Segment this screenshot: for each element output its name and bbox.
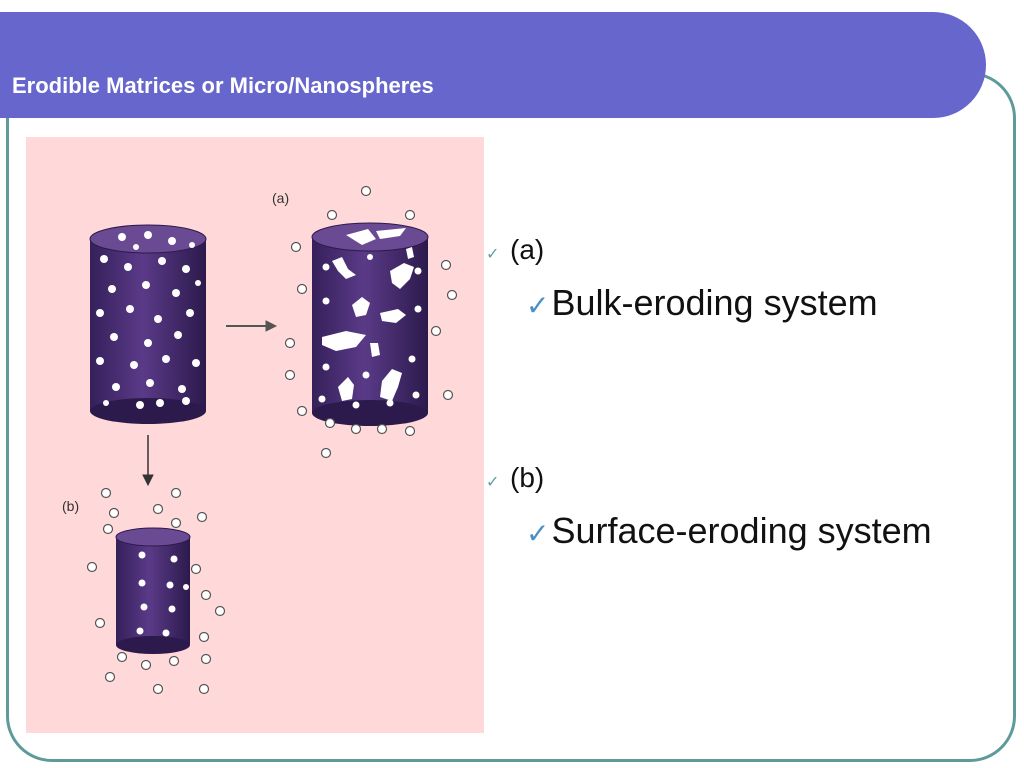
sub-bullet-item-a: ✓ Bulk-eroding system — [526, 282, 878, 324]
arrow-right-icon — [226, 320, 278, 332]
checkmark-icon: ✓ — [526, 518, 550, 549]
check-bullet-icon: ✓ — [486, 474, 500, 491]
surface-eroded-cylinder — [115, 527, 191, 654]
checkmark-icon: ✓ — [526, 290, 550, 321]
released-spheres-b — [86, 487, 226, 695]
check-bullet-icon: ✓ — [486, 246, 500, 263]
bulk-eroded-cylinder — [311, 222, 429, 426]
slide-title: Erodible Matrices or Micro/Nanospheres — [12, 73, 434, 98]
bullet-label: (a) — [510, 234, 545, 265]
bullet-item-a: ✓ (a) — [486, 234, 544, 266]
erosion-figure: (a) — [26, 137, 484, 733]
sub-bullet-text: Surface-eroding system — [551, 510, 932, 551]
sub-bullet-item-b: ✓ Surface-eroding system — [526, 510, 932, 552]
arrow-down-icon — [142, 435, 154, 487]
intact-cylinder — [89, 224, 207, 424]
title-bar — [0, 12, 986, 118]
bullet-list: ✓ (a) ✓ Bulk-eroding system ✓ (b) ✓ Surf… — [486, 0, 1016, 768]
bullet-item-b: ✓ (b) — [486, 462, 544, 494]
erosion-diagram: (a) — [62, 185, 458, 695]
released-spheres-a — [284, 185, 458, 459]
figure-label-a: (a) — [272, 190, 289, 206]
figure-label-b: (b) — [62, 498, 79, 514]
sub-bullet-text: Bulk-eroding system — [551, 282, 878, 323]
bullet-label: (b) — [510, 462, 545, 493]
